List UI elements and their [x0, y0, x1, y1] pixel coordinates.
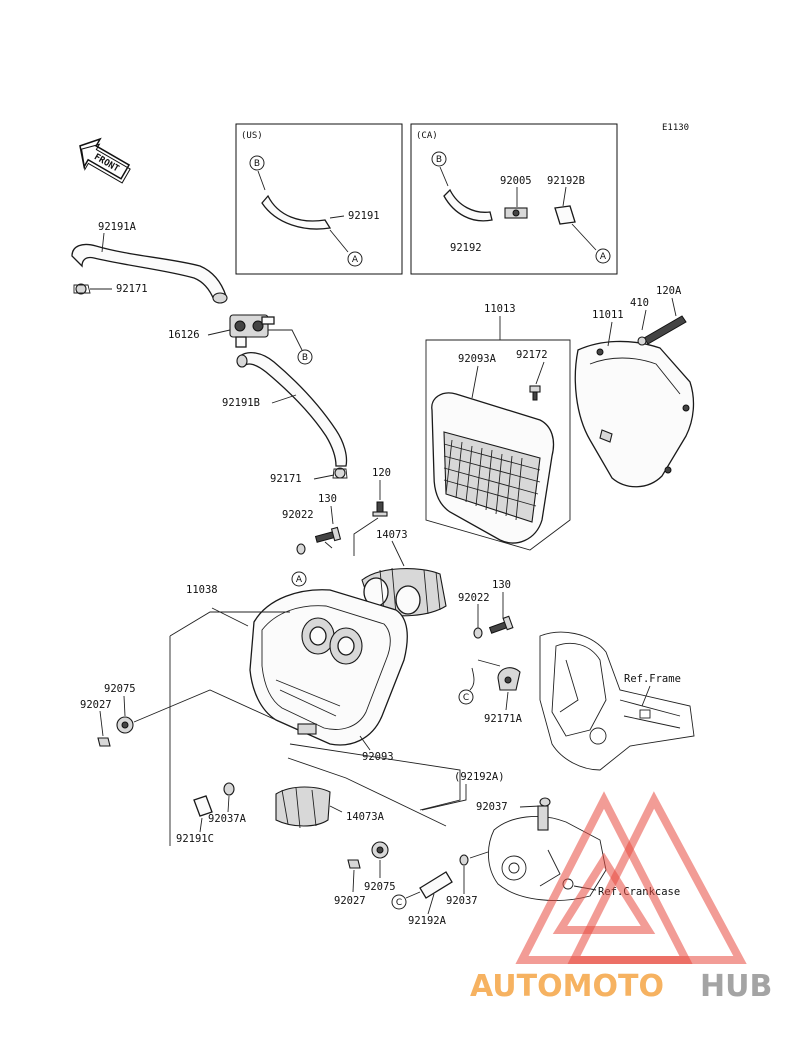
callout-c-lower	[391, 894, 407, 910]
air-cleaner-cover-11011	[574, 340, 695, 488]
grommet-92075-bottom	[371, 841, 389, 859]
label-92037-right: 92037	[476, 801, 508, 813]
clamp-92171A	[497, 667, 521, 691]
label-92171A: 92171A	[484, 713, 523, 725]
label-92171-top: 92171	[116, 283, 148, 295]
label-14073: 14073	[376, 529, 408, 541]
label-92075-bottom: 92075	[364, 881, 396, 893]
us-part-label: 92191	[348, 210, 380, 222]
air-cleaner-housing-11038	[249, 589, 408, 746]
callout-c-upper	[458, 689, 474, 705]
ca-part-92192: 92192	[450, 242, 482, 254]
bolt-130-right	[488, 615, 514, 634]
screw-92172	[529, 385, 541, 401]
label-92037A: 92037A	[208, 813, 247, 825]
bolt-130-left	[314, 526, 342, 543]
intake-duct-14073A	[275, 786, 331, 829]
ca-box-title: (CA)	[416, 131, 438, 141]
label-92172: 92172	[516, 349, 548, 361]
washer-92022-right	[473, 627, 483, 639]
label-92192A-paren: (92192A)	[454, 771, 505, 783]
svg-text:A: A	[352, 255, 359, 265]
watermark-text-automoto: AUTOMOTO	[470, 969, 664, 1004]
clamp-92171-top	[73, 283, 91, 295]
svg-text:A: A	[600, 252, 607, 262]
ca-part-92005: 92005	[500, 175, 532, 187]
svg-text:C: C	[463, 693, 469, 703]
callout-b-main	[297, 349, 313, 365]
label-92192A: 92192A	[408, 915, 447, 927]
us-box-title: (US)	[241, 131, 263, 141]
label-92075-left: 92075	[104, 683, 136, 695]
svg-text:C: C	[396, 898, 402, 908]
label-92191B: 92191B	[222, 397, 260, 409]
label-130-right: 130	[492, 579, 511, 591]
label-92191C: 92191C	[176, 833, 214, 845]
bolt-120	[372, 501, 388, 517]
label-11038: 11038	[186, 584, 218, 596]
clamp-92037A	[223, 782, 235, 796]
front-arrow-icon: FRONT	[79, 137, 131, 184]
hose-92191B	[236, 351, 348, 467]
hose-92191C	[193, 795, 213, 817]
collar-92027-left	[97, 737, 111, 747]
collar-92027-bottom	[347, 859, 361, 869]
label-92171-mid: 92171	[270, 473, 302, 485]
air-filter-element-11013	[431, 392, 555, 544]
label-130-left: 130	[318, 493, 337, 505]
label-92027-bottom: 92027	[334, 895, 366, 907]
label-14073A: 14073A	[346, 811, 385, 823]
label-92093A: 92093A	[458, 353, 497, 365]
ref-frame-label: Ref.Frame	[624, 673, 681, 685]
ca-variant-box: (CA) B 92005 92192B 92192 A	[410, 123, 618, 275]
washer-92022-left	[296, 543, 306, 555]
label-11013: 11013	[484, 303, 516, 315]
breather-hose-ca	[443, 188, 493, 222]
ca-part-92192B: 92192B	[547, 175, 585, 187]
svg-text:B: B	[436, 155, 442, 165]
intake-duct-14073	[361, 567, 447, 617]
svg-text:B: B	[302, 353, 308, 363]
hose-92192A	[419, 871, 453, 899]
diagram-code: E1130	[662, 123, 689, 133]
bolt-120A	[637, 315, 687, 346]
svg-text:B: B	[254, 159, 260, 169]
label-16126: 16126	[168, 329, 200, 341]
label-11011: 11011	[592, 309, 624, 321]
us-variant-box: (US) B 92191 A	[235, 123, 403, 275]
label-120A: 120A	[656, 285, 682, 297]
svg-text:A: A	[296, 575, 303, 585]
breather-hose-us	[261, 194, 332, 230]
label-92037-bottom: 92037	[446, 895, 478, 907]
label-120-mid: 120	[372, 467, 391, 479]
callout-b-us	[249, 155, 265, 171]
air-switching-valve-16126	[229, 314, 275, 348]
watermark-logo: AUTOMOTO HUB	[470, 791, 772, 1004]
hose-92191A	[71, 243, 228, 304]
label-92027-left: 92027	[80, 699, 112, 711]
short-hose-ca	[554, 205, 576, 225]
clamp-92171-mid	[332, 467, 348, 479]
label-92022-left: 92022	[282, 509, 314, 521]
label-410: 410	[630, 297, 649, 309]
callout-a-us	[347, 251, 363, 267]
watermark-text-hub: HUB	[700, 969, 772, 1004]
clamp-92037-right	[539, 797, 551, 807]
callout-a-ca	[595, 248, 611, 264]
label-92191A: 92191A	[98, 221, 137, 233]
clamp-92037-bottom	[459, 854, 469, 866]
grommet-92075-left	[116, 716, 134, 734]
frame-reference-drawing	[539, 631, 695, 771]
label-92022-right: 92022	[458, 592, 490, 604]
callout-b-ca	[431, 151, 447, 167]
callout-a-main	[291, 571, 307, 587]
